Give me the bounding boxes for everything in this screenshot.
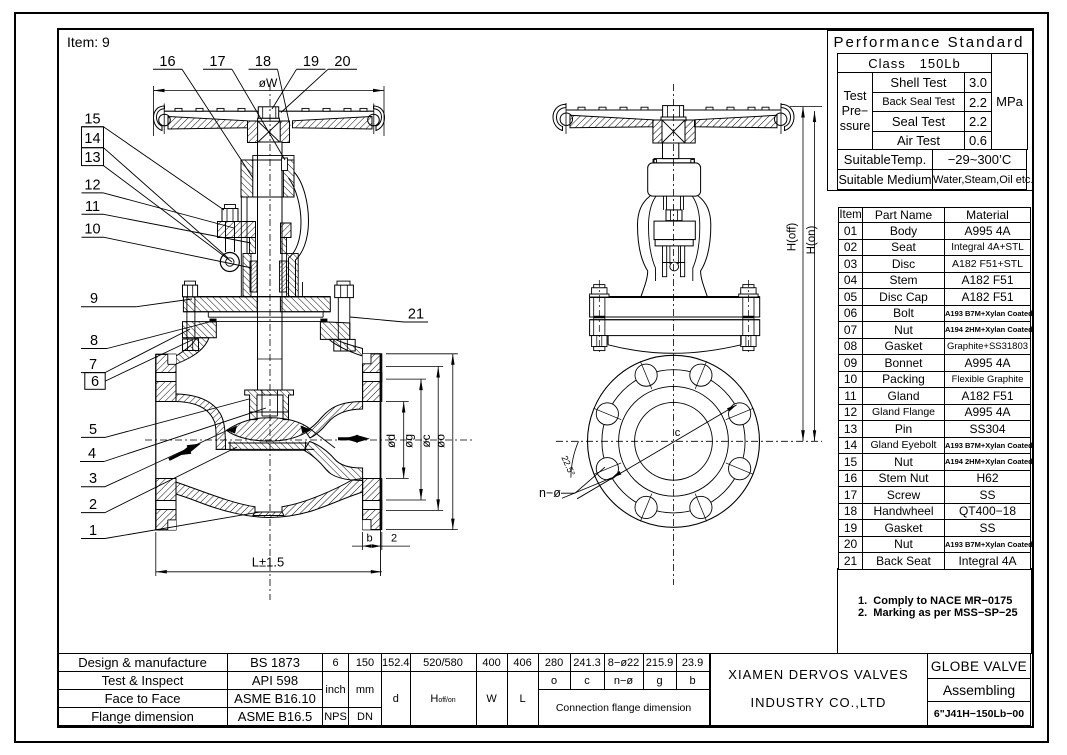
svg-text:b: b (366, 533, 372, 545)
svg-text:2: 2 (89, 497, 97, 513)
svg-text:3: 3 (89, 471, 97, 487)
svg-text:H(off): H(off) (787, 223, 799, 252)
svg-text:1: 1 (89, 523, 97, 539)
svg-text:18: 18 (255, 54, 271, 70)
svg-text:øg: øg (402, 434, 416, 448)
svg-text:øc: øc (419, 434, 433, 447)
svg-text:14: 14 (84, 131, 100, 147)
svg-text:6: 6 (91, 374, 99, 390)
svg-text:13: 13 (84, 150, 100, 166)
svg-text:19: 19 (303, 54, 319, 70)
svg-text:22.5°: 22.5° (559, 454, 577, 478)
svg-text:c: c (675, 427, 681, 439)
svg-text:16: 16 (159, 54, 175, 70)
svg-text:5: 5 (89, 422, 97, 438)
svg-text:n−ø: n−ø (539, 486, 561, 500)
svg-text:øW: øW (259, 76, 278, 90)
svg-text:ød: ød (384, 434, 398, 448)
svg-text:øo: øo (434, 434, 448, 448)
svg-text:8: 8 (90, 333, 98, 349)
svg-text:7: 7 (89, 357, 97, 373)
svg-text:L±1.5: L±1.5 (252, 555, 284, 570)
svg-text:12: 12 (84, 177, 100, 193)
svg-text:9: 9 (90, 291, 98, 307)
svg-text:10: 10 (84, 222, 100, 238)
svg-text:H(on): H(on) (806, 225, 818, 254)
svg-text:11: 11 (85, 199, 100, 215)
svg-text:21: 21 (408, 307, 424, 323)
svg-text:2: 2 (391, 533, 397, 545)
svg-text:15: 15 (84, 111, 100, 127)
svg-text:20: 20 (334, 54, 350, 70)
svg-text:4: 4 (88, 446, 96, 462)
svg-text:17: 17 (209, 54, 225, 70)
